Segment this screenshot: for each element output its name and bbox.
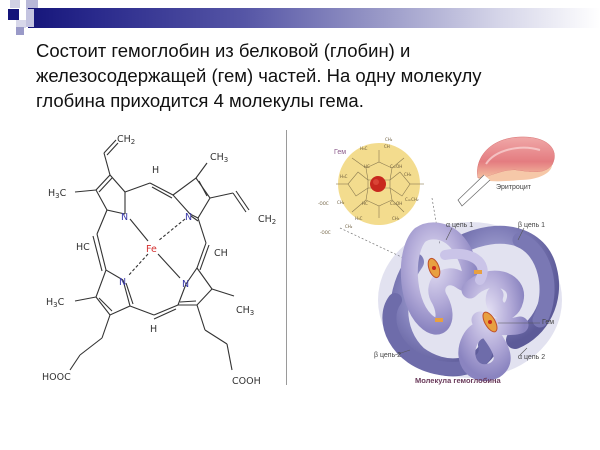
svg-text:HC: HC [364, 164, 370, 169]
svg-text:CH₃: CH₃ [404, 172, 412, 177]
globin-chains [378, 222, 562, 382]
label-beta-chain-1: β цепь 1 [518, 222, 546, 229]
atom-h-top-bridge: H [152, 165, 159, 176]
decor-square-mid [16, 27, 24, 35]
decor-square-dark [8, 9, 19, 20]
svg-text:CH: CH [384, 144, 390, 149]
label-erythrocyte: Эритроцит [496, 184, 531, 191]
label-beta-chain-2: β цепь 2 [374, 352, 402, 359]
atom-hooc: HOOC [42, 372, 71, 383]
atom-h-bottom-bridge: H [150, 324, 157, 335]
body-line-3: глобина приходится 4 молекулы гема. [36, 90, 364, 111]
atom-h3c-top-left: H3C [48, 188, 67, 200]
decor-square-light [26, 0, 38, 9]
atom-ch3-bottom-right: CH3 [236, 305, 254, 317]
heme-structural-formula: CH2 H3C H CH3 CH2 HC CH H3C CH3 H HOOC C… [42, 134, 276, 387]
svg-text:CH₂: CH₂ [345, 224, 353, 229]
decor-square-light [10, 0, 20, 8]
svg-text:H₃C: H₃C [340, 174, 348, 179]
atom-ch3-top-right: CH3 [210, 152, 228, 164]
svg-text:C=OH: C=OH [390, 164, 402, 169]
svg-text:CH₂: CH₂ [337, 200, 345, 205]
atom-ch2-top: CH2 [117, 134, 135, 146]
hemoglobin-caption: Молекула гемоглобина [415, 376, 501, 385]
atom-hc-left: HC [76, 242, 90, 253]
figure-divider [286, 130, 287, 385]
body-line-2: железосодержащей (гем) частей. На одну м… [36, 65, 482, 86]
label-alpha-chain-2: α цепь 2 [518, 354, 546, 361]
atom-n-top-right: N [185, 212, 192, 223]
erythrocyte-pointer [457, 174, 491, 207]
atom-cooh: COOH [232, 376, 261, 387]
atom-n-bottom-left: N [119, 277, 126, 288]
atom-n-top-left: N [121, 212, 128, 223]
svg-text:HC: HC [362, 201, 368, 206]
label-alpha-chain-1: α цепь 1 [446, 222, 474, 229]
label-heme-2: Гем [542, 319, 555, 326]
svg-text:C=OH: C=OH [390, 201, 402, 206]
svg-text:CH₃: CH₃ [392, 216, 400, 221]
atom-ch-right: CH [214, 248, 228, 259]
label-heme: Гем [334, 149, 347, 156]
svg-text:H₃C: H₃C [360, 146, 368, 151]
atom-n-bottom-right: N [182, 279, 189, 290]
svg-text:-OOC: -OOC [320, 230, 331, 235]
svg-text:C=CH₂: C=CH₂ [405, 197, 419, 202]
svg-text:H₃C: H₃C [355, 216, 363, 221]
body-line-1: Состоит гемоглобин из белковой (глобин) … [36, 40, 411, 61]
svg-text:CH₂: CH₂ [385, 137, 393, 142]
atom-fe: Fe [146, 244, 157, 255]
decor-square-mid [26, 9, 34, 27]
atom-h3c-bottom-left: H3C [46, 297, 65, 309]
atom-ch2-right: CH2 [258, 214, 276, 226]
decor-square-mid [16, 20, 26, 28]
svg-text:-OOC: -OOC [318, 201, 329, 206]
header-gradient-bar [28, 8, 600, 28]
slide-body-text: Состоит гемоглобин из белковой (глобин) … [36, 38, 576, 113]
